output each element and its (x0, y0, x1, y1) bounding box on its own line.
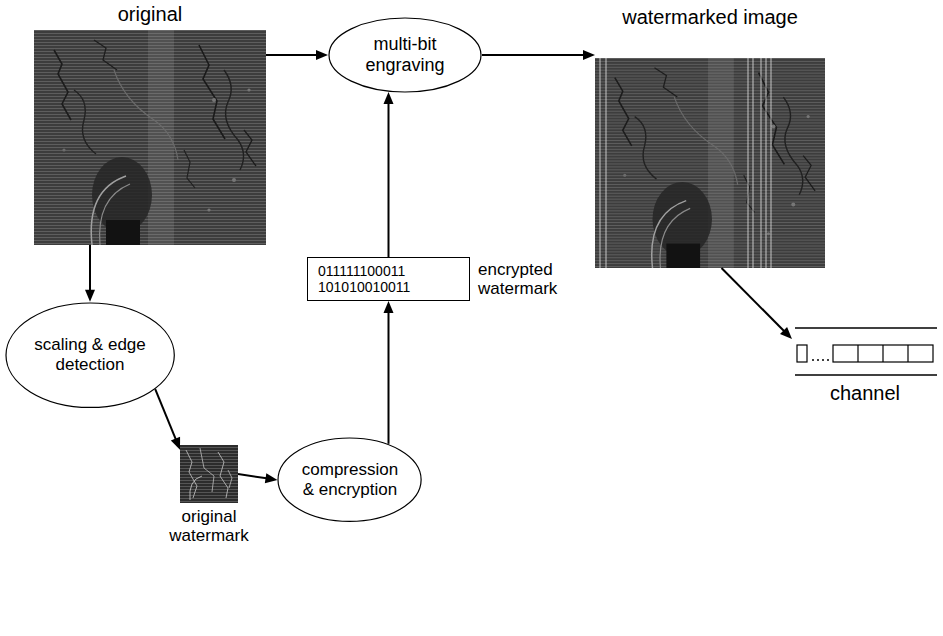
arrow-shaft (155, 389, 176, 439)
thumbnail-node: original watermark (180, 445, 238, 503)
process-ellipse: multi-bit engraving (328, 17, 482, 93)
bitstring: 011111100011 101010010011 (318, 263, 459, 295)
process-label: multi-bit engraving (355, 34, 455, 76)
bitstring-box: 011111100011 101010010011encrypted water… (307, 257, 470, 301)
arrow-head (583, 50, 595, 60)
process-label: scaling & edge detection (20, 335, 160, 375)
watermark-thumbnail (180, 445, 238, 503)
ellipse-text: compression & encryption (296, 460, 404, 500)
flow-arrow (85, 245, 95, 302)
process-ellipse: scaling & edge detection (5, 302, 175, 408)
flow-arrow (266, 50, 328, 60)
box-side-label: encrypted watermark (478, 260, 576, 298)
process-label: compression & encryption (296, 460, 404, 500)
ellipse-text: multi-bit engraving (355, 34, 455, 76)
flow-arrow (482, 50, 595, 60)
channel-symbol (795, 328, 937, 375)
flow-arrow (722, 268, 793, 339)
arrow-head (384, 301, 394, 313)
channel-label: channel (792, 382, 938, 404)
arrow-head (316, 50, 328, 60)
arrow-head (265, 473, 278, 483)
channel-node: channel (792, 322, 938, 407)
original-image (34, 30, 266, 245)
arrow-head (171, 437, 180, 450)
watermarked-picture (595, 58, 825, 268)
arrow-head (384, 92, 394, 104)
image-node: watermarked image (595, 0, 825, 268)
arrow-shaft (482, 54, 584, 56)
image-node: original (34, 0, 266, 245)
image-heading: original (14, 3, 286, 25)
thumbnail-caption: original watermark (154, 507, 264, 545)
ellipse-text: scaling & edge detection (20, 335, 160, 375)
arrow-shaft (89, 245, 91, 291)
image-heading: watermarked image (575, 6, 845, 28)
flow-arrow (155, 389, 180, 449)
arrow-shaft (388, 312, 390, 444)
process-ellipse: compression & encryption (277, 437, 422, 522)
watermark-stripes (600, 58, 771, 268)
arrow-shaft (266, 54, 317, 56)
arrow-shaft (238, 474, 267, 478)
flow-arrow (384, 92, 394, 257)
flow-arrow (384, 301, 394, 444)
arrow-shaft (388, 103, 390, 257)
arrow-shaft (722, 268, 785, 331)
arrow-head (780, 327, 792, 339)
flow-arrow (238, 473, 277, 483)
arrow-head (85, 290, 95, 302)
